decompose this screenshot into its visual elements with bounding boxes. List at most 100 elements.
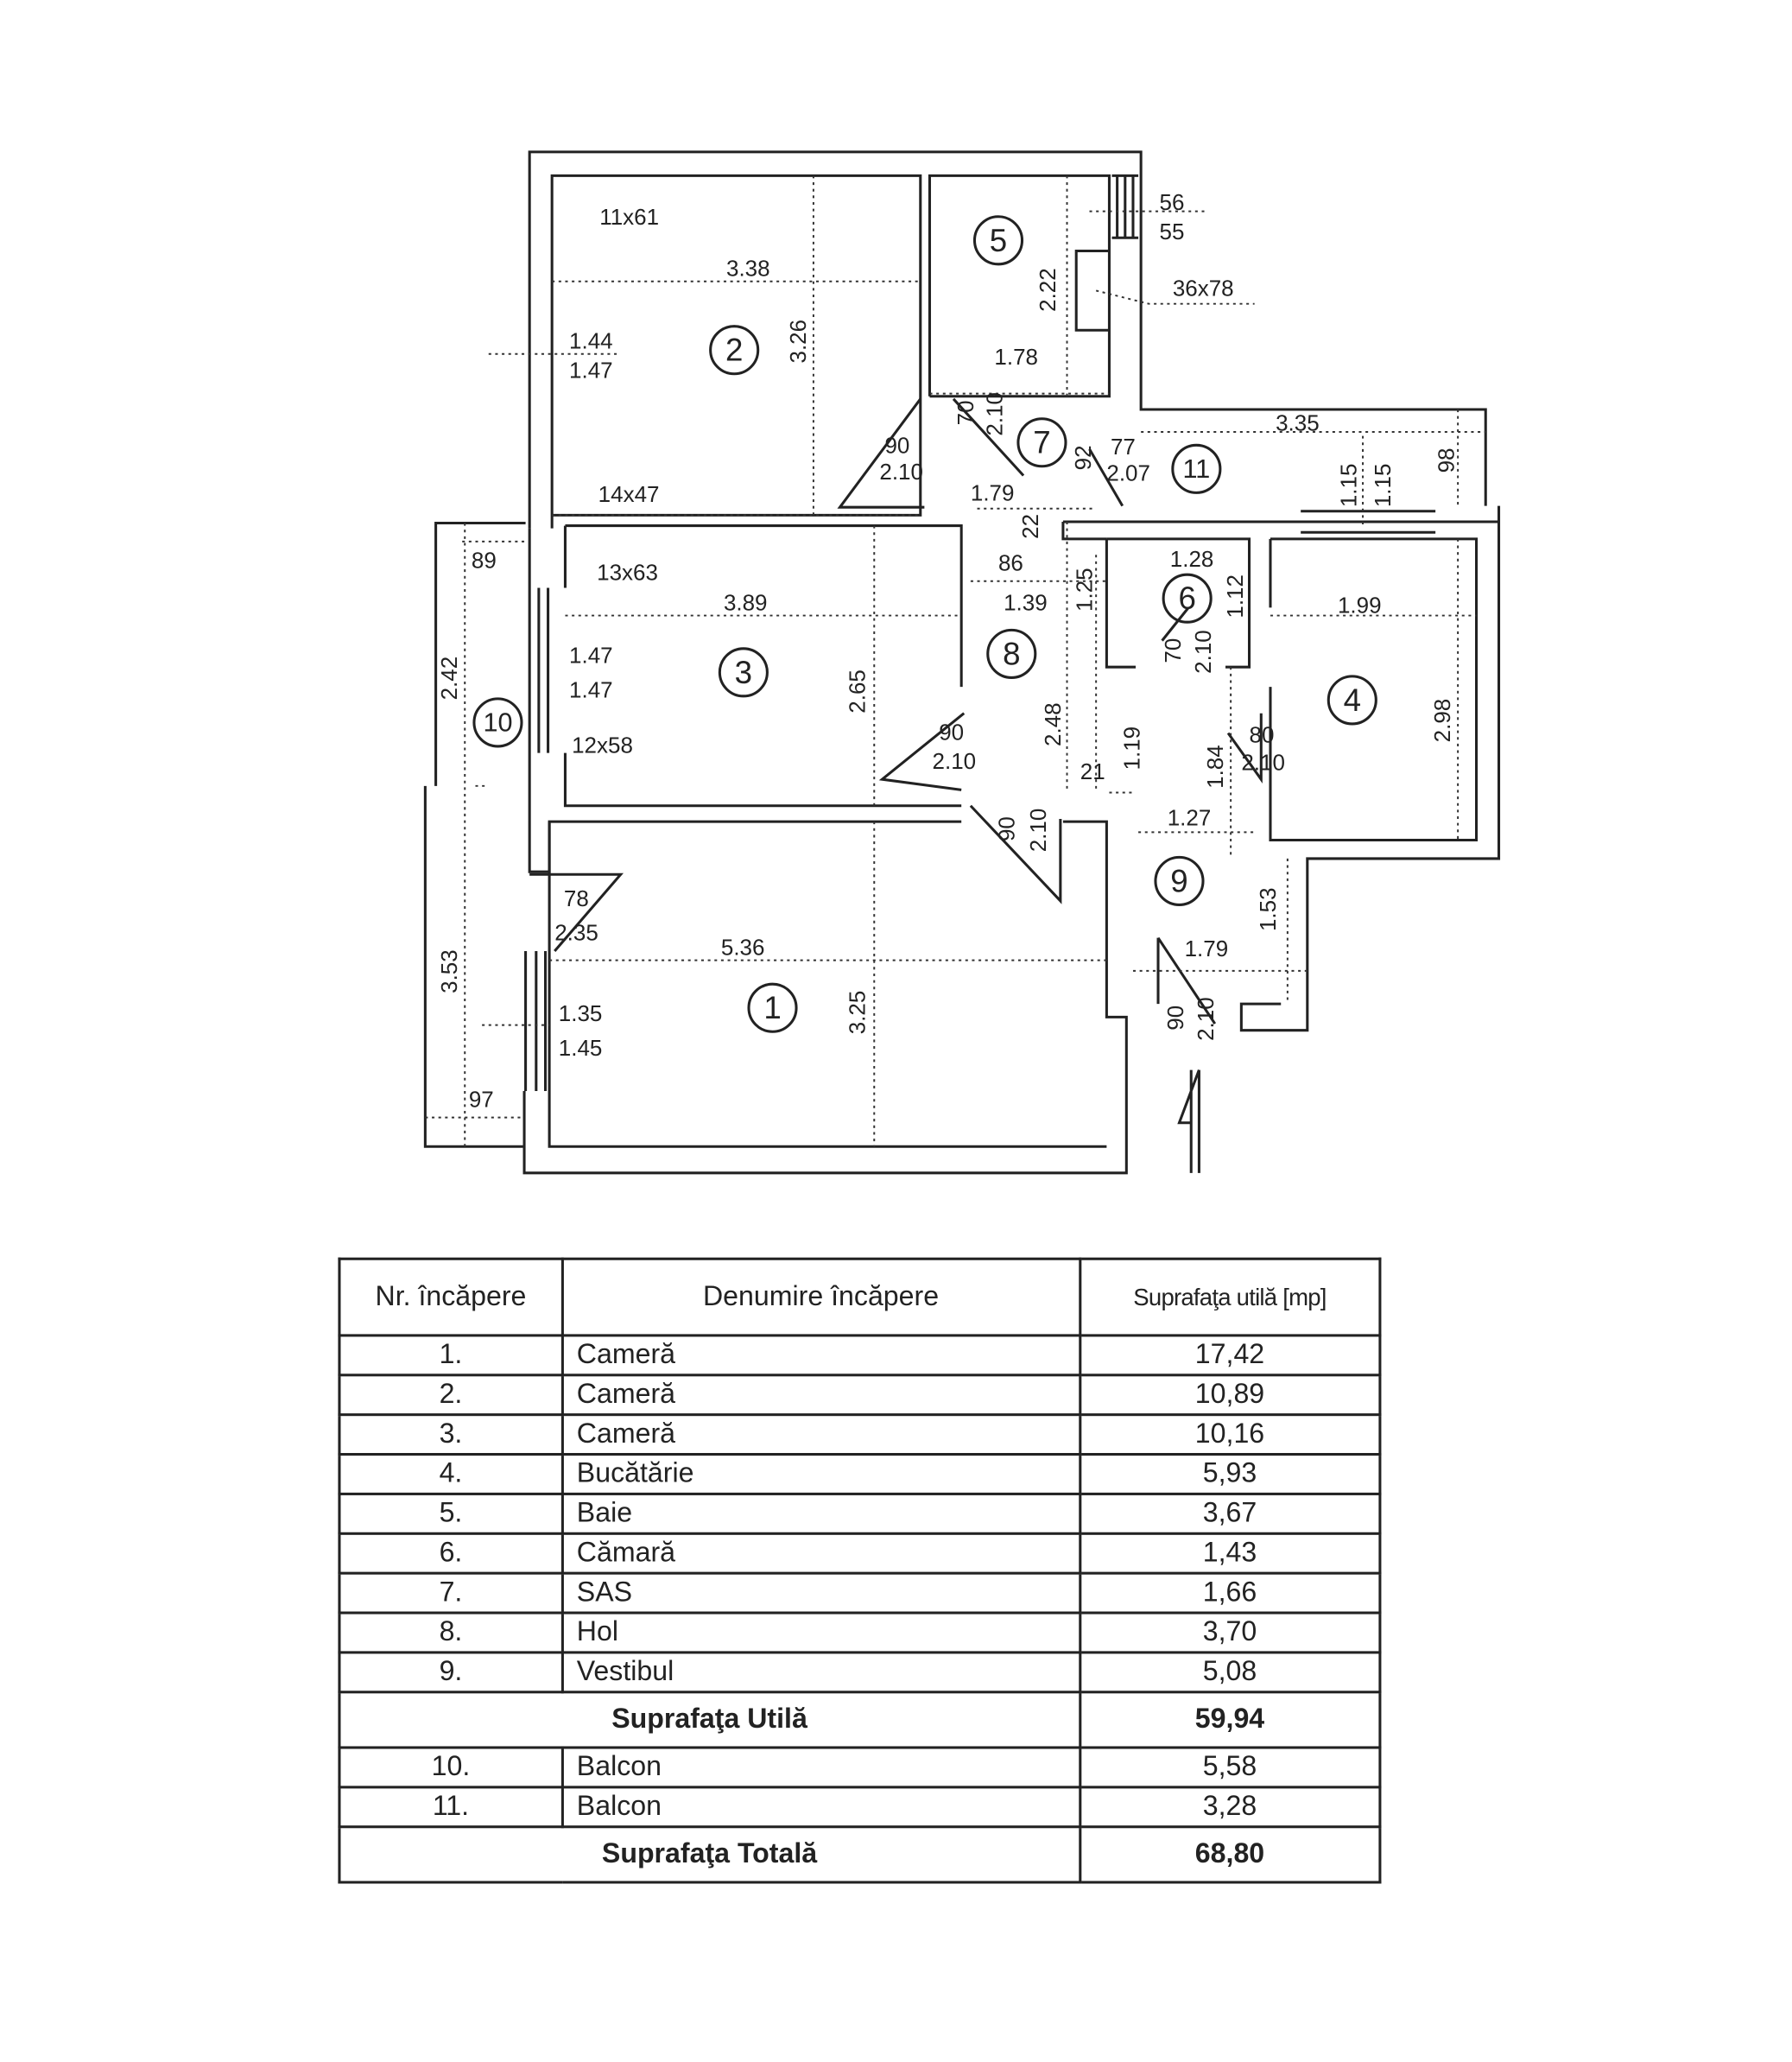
dim-label: 55 <box>1160 219 1185 244</box>
room-number: 9 <box>1170 863 1187 898</box>
dim-label: 11x61 <box>599 204 659 230</box>
room-name: Balcon <box>560 1786 1081 1829</box>
walls <box>423 150 1501 1175</box>
dim-label: 12x58 <box>572 733 633 758</box>
dim-label: 22 <box>1017 514 1043 539</box>
grand-total-area: 68,80 <box>1078 1825 1382 1884</box>
dim-label: 3.53 <box>436 949 462 993</box>
room-name: Baie <box>560 1492 1081 1535</box>
dim-label: 2.10 <box>1025 809 1051 853</box>
dim-label: 2.10 <box>879 459 923 485</box>
dim-label: 90 <box>993 816 1019 841</box>
dim-label: 1.28 <box>1170 546 1214 572</box>
dim-label: 2.35 <box>554 920 598 946</box>
room-nr: 1. <box>338 1334 564 1377</box>
room-nr: 8. <box>338 1611 564 1654</box>
header-useful-area: Suprafaţa utilă [mp] <box>1078 1257 1382 1337</box>
dim-label: 2.10 <box>1241 749 1285 775</box>
room-number-circles: 1 2 3 4 5 6 7 8 9 10 11 <box>472 215 1377 1033</box>
dim-label: 1.84 <box>1202 745 1228 789</box>
header-room-name: Denumire încăpere <box>560 1257 1081 1337</box>
dim-label: 1.12 <box>1222 574 1248 619</box>
room-name: Cămară <box>560 1532 1081 1575</box>
room-name: Hol <box>560 1611 1081 1654</box>
dim-label: 2.98 <box>1429 699 1455 743</box>
dim-label: 3.35 <box>1276 409 1320 435</box>
room-nr: 5. <box>338 1492 564 1535</box>
useful-total-label: Suprafaţa Utilă <box>338 1691 1081 1749</box>
dim-label: 1.47 <box>569 357 613 383</box>
grand-total-label: Suprafaţa Totală <box>338 1825 1081 1884</box>
dim-label: 1.15 <box>1370 464 1396 508</box>
dim-label: 86 <box>998 550 1023 576</box>
room-area: 5,93 <box>1078 1453 1382 1495</box>
room-area: 3,70 <box>1078 1611 1382 1654</box>
dim-label: 1.25 <box>1072 568 1098 612</box>
room-number: 4 <box>1344 682 1361 718</box>
dim-label: 80 <box>1250 721 1275 747</box>
room-nr: 10. <box>338 1746 564 1789</box>
dim-label: 97 <box>469 1086 494 1112</box>
dim-label: 1.78 <box>994 344 1038 370</box>
dimension-lines <box>425 175 1486 1147</box>
dim-label: 70 <box>953 400 978 425</box>
room-area-table: Nr. încăpere Denumire încăpere Suprafaţa… <box>338 1257 1382 1884</box>
dim-label: 1.47 <box>569 676 613 702</box>
dim-label: 2.07 <box>1106 460 1150 486</box>
room-number: 6 <box>1178 581 1195 616</box>
dim-label: 14x47 <box>598 481 660 507</box>
dim-label: 13x63 <box>597 559 658 585</box>
dim-label: 1.39 <box>1004 589 1048 615</box>
dim-label: 1.35 <box>559 1000 603 1026</box>
dim-label: 5.36 <box>721 935 765 961</box>
dim-label: 56 <box>1160 189 1185 215</box>
dim-label: 36x78 <box>1173 276 1234 301</box>
room-nr: 6. <box>338 1532 564 1575</box>
room-nr: 4. <box>338 1453 564 1495</box>
room-number: 2 <box>725 333 743 368</box>
room-number: 11 <box>1182 454 1210 484</box>
dim-label: 2.10 <box>982 392 1008 436</box>
dim-label: 2.22 <box>1035 268 1061 312</box>
room-area: 10,16 <box>1078 1413 1382 1456</box>
dim-label: 98 <box>1434 448 1460 473</box>
room-name: Balcon <box>560 1746 1081 1789</box>
dim-label: 77 <box>1111 434 1136 460</box>
dim-label: 1.44 <box>569 328 613 354</box>
dim-label: 1.47 <box>569 643 613 669</box>
dim-label: 21 <box>1080 758 1105 784</box>
dim-label: 1.79 <box>971 480 1015 506</box>
room-area: 10,89 <box>1078 1374 1382 1417</box>
dim-label: 1.27 <box>1168 805 1212 831</box>
room-name: Cameră <box>560 1334 1081 1377</box>
room-number: 5 <box>990 223 1007 258</box>
room-number: 8 <box>1003 636 1020 671</box>
room-nr: 2. <box>338 1374 564 1417</box>
room-area: 17,42 <box>1078 1334 1382 1377</box>
room-area: 3,67 <box>1078 1492 1382 1535</box>
room-name: SAS <box>560 1571 1081 1615</box>
header-room-number: Nr. încăpere <box>338 1257 564 1337</box>
room-nr: 11. <box>338 1786 564 1829</box>
room-number: 1 <box>763 990 781 1025</box>
dim-label: 92 <box>1070 445 1096 470</box>
dim-label: 1.99 <box>1338 593 1382 619</box>
dim-label: 3.25 <box>845 991 871 1035</box>
dim-label: 1.53 <box>1255 887 1281 931</box>
floor-plan: 1 2 3 4 5 6 7 8 9 10 11 11x61 3.38 1.44 … <box>423 150 1501 1175</box>
room-area: 1,43 <box>1078 1532 1382 1575</box>
dimension-labels: 11x61 3.38 1.44 1.47 14x47 13x63 3.89 1.… <box>436 189 1459 1112</box>
room-name: Cameră <box>560 1374 1081 1417</box>
dim-label: 2.10 <box>933 748 977 774</box>
dim-label: 70 <box>1160 638 1186 663</box>
room-nr: 3. <box>338 1413 564 1456</box>
